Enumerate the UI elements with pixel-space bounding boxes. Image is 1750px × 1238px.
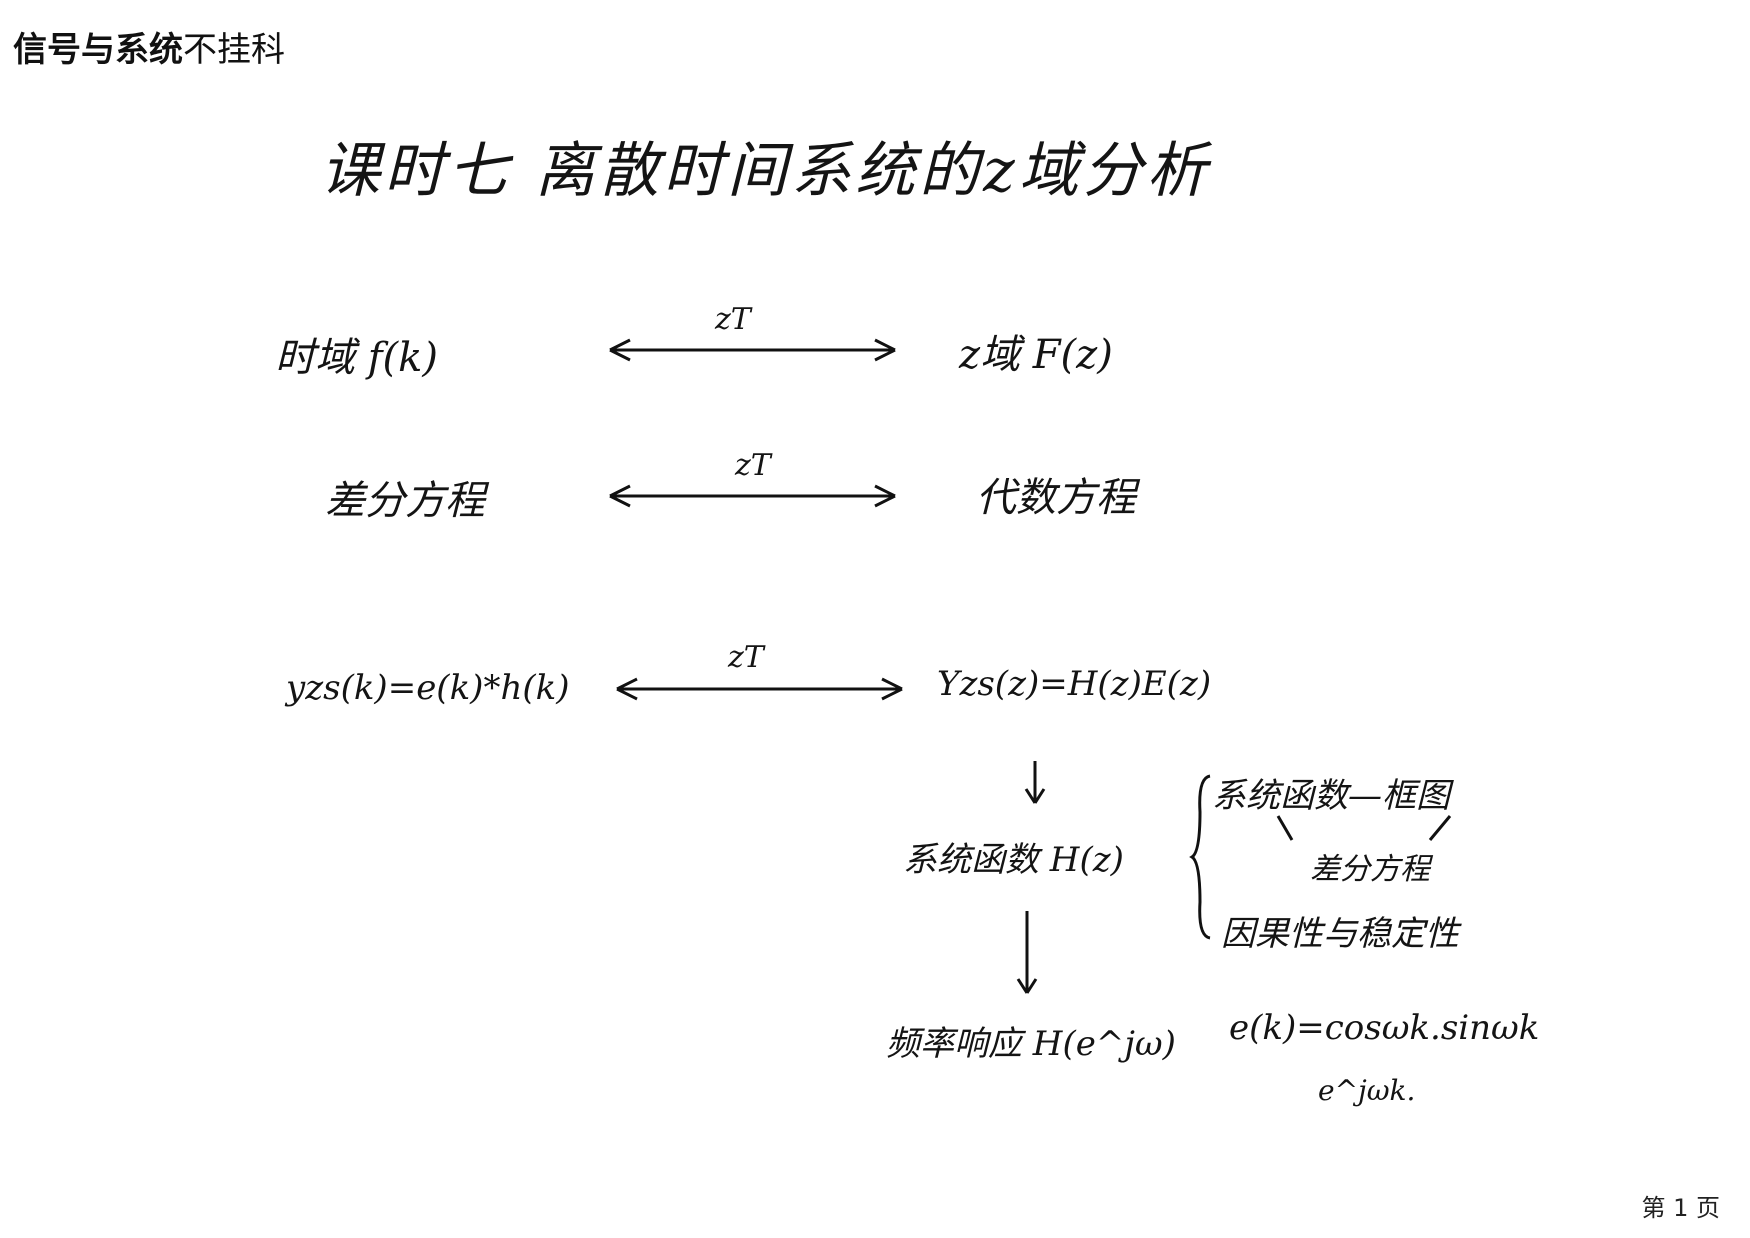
excitation-formula: e(k)=cosωk.sinωk	[1229, 1008, 1540, 1048]
down-arrow-icon-2	[1016, 911, 1038, 994]
row2-arrow-label: zT	[735, 448, 771, 483]
row3-double-arrow-icon	[616, 677, 903, 701]
branch-connector-lines-icon	[1276, 815, 1452, 841]
header-normal: 不挂科	[183, 30, 285, 70]
row3-arrow-label: zT	[728, 640, 764, 675]
excitation-exponential: e^jωk.	[1318, 1074, 1416, 1107]
row2-right: 代数方程	[976, 475, 1136, 521]
page-number: 第 1 页	[1641, 1194, 1720, 1222]
branch-causality-stability: 因果性与稳定性	[1221, 914, 1459, 954]
page-title: 课时七 离散时间系统的z域分析	[320, 136, 1211, 206]
row3-left: yzs(k)=e(k)*h(k)	[286, 668, 570, 708]
row1-double-arrow-icon	[609, 338, 896, 362]
frequency-response: 频率响应 H(e^jω)	[886, 1024, 1176, 1064]
branch-block-diagram: 系统函数—框图	[1212, 776, 1450, 816]
system-function: 系统函数 H(z)	[903, 840, 1124, 880]
row2-left: 差分方程	[325, 478, 485, 524]
brace-icon	[1189, 774, 1211, 940]
row1-right: z域 F(z)	[959, 332, 1113, 378]
row3-right: Yzs(z)=H(z)E(z)	[937, 664, 1212, 704]
header-bold: 信号与系统	[13, 30, 183, 70]
down-arrow-icon	[1024, 761, 1046, 804]
row1-arrow-label: zT	[715, 302, 751, 337]
branch-difference-equation: 差分方程	[1310, 852, 1430, 887]
document-header: 信号与系统不挂科	[13, 22, 285, 71]
row1-left: 时域 f(k)	[275, 335, 438, 381]
row2-double-arrow-icon	[609, 484, 896, 508]
